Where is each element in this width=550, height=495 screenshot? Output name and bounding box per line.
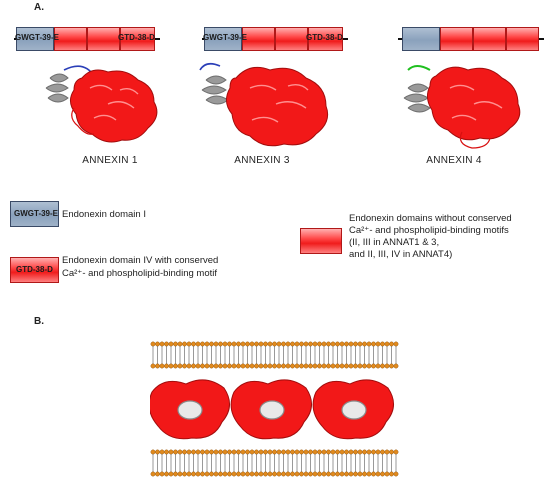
legend-other-text-2: Ca²⁺- and phospholipid-binding motifs [349, 225, 509, 236]
annexin4-structure [398, 58, 538, 150]
legend-other-domains-swatch [300, 228, 342, 254]
legend-domain-iv-swatch-label: GTD-38-D [16, 265, 53, 274]
lower-lipid-bilayer [150, 449, 399, 477]
domain-i-box [16, 27, 54, 51]
legend-domain-iv-text-1: Endonexin domain IV with conserved [62, 255, 219, 266]
domain-iii-box [275, 27, 308, 51]
domain-iv-label: GTD-38-D [118, 33, 155, 42]
legend-domain-iv-text-2: Ca²⁺- and phospholipid-binding motif [62, 268, 217, 279]
annexin1-caption: ANNEXIN 1 [82, 155, 138, 166]
annexin3-caption: ANNEXIN 3 [234, 155, 290, 166]
annexin3-structure [196, 58, 346, 150]
domain-iv-box [120, 27, 155, 51]
legend-domain-i-text: Endonexin domain I [62, 209, 146, 220]
domain-ii-box [54, 27, 87, 51]
domain-iv-label: GTD-38-D [306, 33, 343, 42]
legend-domain-i-swatch [10, 201, 59, 227]
domain-iii-box [473, 27, 506, 51]
domain-i-box [204, 27, 242, 51]
upper-lipid-bilayer [150, 341, 399, 369]
legend-other-text-3: (II, III in ANNAT1 & 3, [349, 237, 440, 248]
annexin1-domain-bar: GWGT-39-E GTD-38-D [14, 27, 160, 51]
domain-i-label: GWGT-39-E [203, 33, 248, 42]
domain-iv-box [506, 27, 539, 51]
domain-iv-box [308, 27, 343, 51]
domain-i-box [402, 27, 440, 51]
legend-domain-iv-swatch [10, 257, 59, 283]
legend-domain-i-swatch-label: GWGT-39-E [14, 209, 59, 218]
legend-other-text-4: and II, III, IV in ANNAT4) [349, 249, 453, 260]
domain-ii-box [440, 27, 473, 51]
panel-a-label: A. [34, 2, 44, 13]
domain-ii-box [242, 27, 275, 51]
annexin3-domain-bar: GWGT-39-E GTD-38-D [202, 27, 348, 51]
annexin-complex [312, 379, 394, 440]
panel-b-label: B. [34, 316, 44, 327]
annexin4-domain-bar [398, 27, 544, 51]
membrane-illustration [148, 340, 402, 490]
domain-iii-box [87, 27, 120, 51]
annexin4-caption: ANNEXIN 4 [426, 155, 482, 166]
legend-other-text-1: Endonexin domains without conserved [349, 213, 512, 224]
annexin1-structure [34, 60, 174, 150]
annexin-complex [148, 379, 230, 440]
annexin-complex [230, 379, 312, 440]
domain-i-label: GWGT-39-E [15, 33, 60, 42]
